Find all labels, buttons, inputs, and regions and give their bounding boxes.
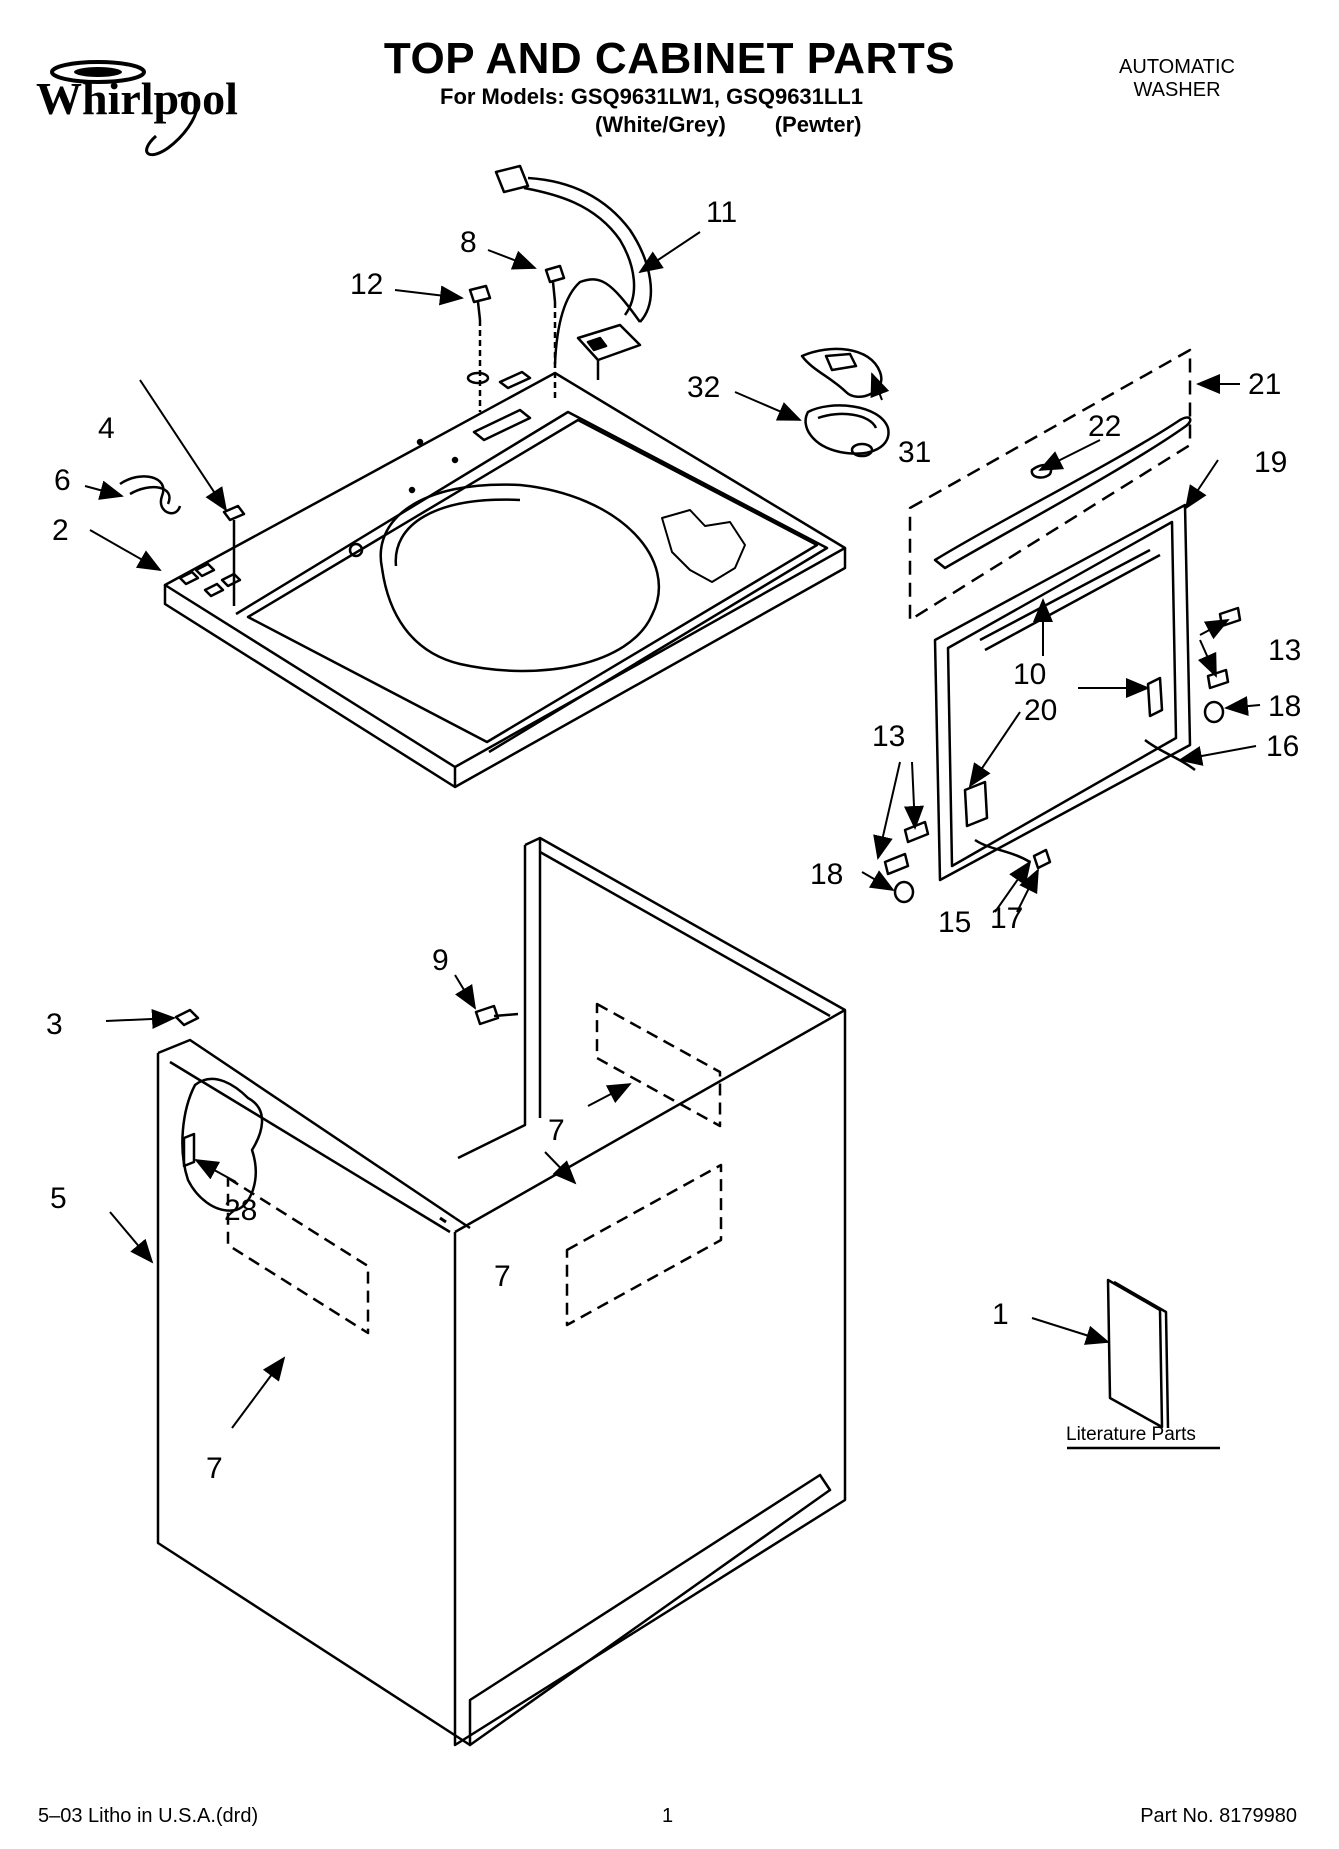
fabric-softener-dispenser bbox=[800, 347, 890, 458]
print-info: 5–03 Litho in U.S.A.(drd) bbox=[38, 1805, 259, 1827]
callout-numbers: 11 8 12 4 6 2 32 31 21 22 19 10 13 20 18… bbox=[46, 196, 1301, 1485]
callout-19: 19 bbox=[1254, 446, 1287, 479]
color-pewter: (Pewter) bbox=[774, 112, 862, 137]
callout-7-left: 7 bbox=[206, 1452, 223, 1485]
whirlpool-logo: Whirlpool bbox=[36, 60, 238, 157]
color-white: (White/Grey) bbox=[595, 112, 726, 137]
callout-13-right: 13 bbox=[1268, 634, 1301, 667]
screw-8 bbox=[544, 264, 566, 303]
washer-cabinet bbox=[156, 836, 847, 1747]
clip-part-6 bbox=[119, 475, 182, 515]
page-title: TOP AND CABINET PARTS bbox=[383, 34, 956, 83]
callout-12: 12 bbox=[350, 268, 383, 301]
clip-part-4 bbox=[222, 504, 246, 606]
callout-13-left: 13 bbox=[872, 720, 905, 753]
callout-7-right: 7 bbox=[494, 1260, 511, 1293]
appliance-type: AUTOMATIC WASHER bbox=[1057, 56, 1297, 102]
page-number: 1 bbox=[662, 1805, 674, 1827]
callout-20: 20 bbox=[1024, 694, 1057, 727]
appliance-line-1: AUTOMATIC bbox=[1119, 56, 1235, 78]
callout-18-right: 18 bbox=[1268, 690, 1301, 723]
callout-2: 2 bbox=[52, 514, 69, 547]
color-variants: (White/Grey) (Pewter) bbox=[595, 112, 862, 138]
washer-top-panel bbox=[163, 370, 847, 789]
literature-parts-label: Literature Parts bbox=[1066, 1424, 1196, 1445]
callout-32: 32 bbox=[687, 371, 720, 404]
callout-4: 4 bbox=[98, 412, 115, 445]
callout-7-back: 7 bbox=[548, 1114, 565, 1147]
callout-28: 28 bbox=[224, 1194, 257, 1227]
callout-11: 11 bbox=[706, 196, 737, 229]
callout-17: 17 bbox=[990, 902, 1023, 935]
callout-10: 10 bbox=[1013, 658, 1046, 691]
literature-booklet bbox=[1067, 1278, 1220, 1450]
callout-1: 1 bbox=[992, 1298, 1009, 1331]
callout-15: 15 bbox=[938, 906, 971, 939]
callout-3: 3 bbox=[46, 1008, 63, 1041]
screw-12 bbox=[466, 284, 492, 385]
models-line: For Models: GSQ9631LW1, GSQ9631LL1 bbox=[440, 84, 864, 109]
part-number: Part No. 8179980 bbox=[1140, 1805, 1297, 1827]
callout-16: 16 bbox=[1266, 730, 1299, 763]
washer-lid bbox=[933, 503, 1192, 882]
callout-6: 6 bbox=[54, 464, 71, 497]
callout-18-left: 18 bbox=[810, 858, 843, 891]
brand-wordmark: Whirlpool bbox=[36, 73, 238, 124]
lid-switch-harness bbox=[494, 164, 653, 380]
callout-21: 21 bbox=[1248, 368, 1281, 401]
callout-5: 5 bbox=[50, 1182, 67, 1215]
callout-31: 31 bbox=[898, 436, 931, 469]
leader-lines bbox=[84, 231, 1261, 1429]
callout-9: 9 bbox=[432, 944, 449, 977]
callout-8: 8 bbox=[460, 226, 477, 259]
appliance-line-2: WASHER bbox=[1133, 79, 1221, 101]
callout-22: 22 bbox=[1088, 410, 1121, 443]
